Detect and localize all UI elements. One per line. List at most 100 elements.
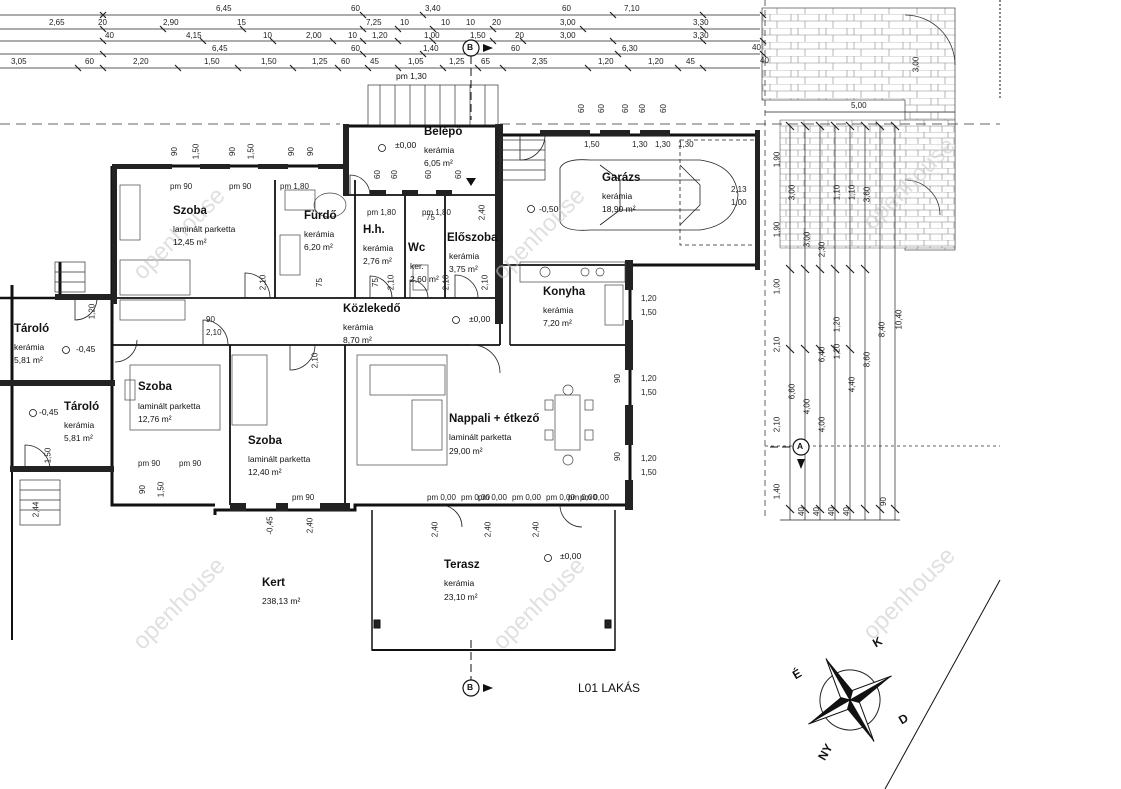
dim-right: 3,00 [787,184,797,201]
dim-small: 2,10 [206,328,222,337]
dim-small: 2,10 [441,274,451,291]
dim-garage: 60 [620,104,630,113]
dim-small: 90 [169,147,179,156]
dim-pm: pm 90 [138,459,161,468]
dim-top4: 6,30 [622,44,638,53]
dim-right: 4,40 [847,376,857,393]
dim-pm: pm 0,00 [478,493,507,502]
dim-garage: 60 [658,104,668,113]
dim-top2: 3,00 [560,18,576,27]
dim-pm: pm 1,80 [367,208,396,217]
dim-small: 2,40 [305,517,315,534]
dim-pm: pm 90 [170,182,193,191]
dim-right: 40 [826,507,836,516]
dim-small: 90 [305,147,315,156]
dim-right: 1,10 [847,184,857,201]
room-area: 2,60 m² [410,274,439,284]
dim-top5: 45 [686,57,695,66]
room-area: 7,20 m² [543,318,572,328]
dim-top3: 1,00 [424,31,440,40]
room-material: laminált parketta [173,224,236,234]
room-name: Szoba [173,205,207,217]
room-material: ker. [410,261,424,271]
dim-top1: 3,40 [425,4,441,13]
room-area: 6,05 m² [424,158,453,168]
room-area: 5,81 m² [14,355,43,365]
room-name: Előszoba [447,232,498,244]
stairs [19,84,546,526]
dim-top5: 1,20 [598,57,614,66]
dim-pm: pm 0,00 [568,493,597,502]
section-marker-b-top: B [467,42,474,52]
dim-small: 2,10 [480,274,490,291]
dim-small: 2,10 [386,274,396,291]
dim-top5: 1,25 [312,57,328,66]
dim-pm: pm 90 [229,182,252,191]
room-material: kerámia [444,578,475,588]
dim-top4: 60 [511,44,520,53]
dim-right: 6,40 [817,346,827,363]
dim-top5: 1,20 [648,57,664,66]
dim-right: 2,10 [772,336,782,353]
room-level: ±0,00 [395,140,417,150]
dim-pm: pm 1,80 [280,182,309,191]
dim-small: 1,50 [43,447,53,464]
section-marker-a: A [797,441,804,451]
level-markers [29,144,552,562]
dim-garage-pm: 1,30 [632,140,648,149]
dim-right: 1,40 [772,483,782,500]
room-area: 23,10 m² [444,592,478,602]
room-material: kerámia [14,342,45,352]
dim-top5: 45 [370,57,379,66]
dim-small: 1,50 [641,468,657,477]
dim-small: 75 [314,278,324,287]
dim-small: 1,50 [641,388,657,397]
dim-small: 2,40 [430,521,440,538]
dim-right: 1,00 [772,278,782,295]
dim-small: 2,40 [531,521,541,538]
room-area: 18,90 m² [602,204,636,214]
dim-small: 1,50 [156,481,166,498]
dim-small: 1,20 [87,303,97,320]
room-name: Terasz [444,559,480,571]
dim-small: 1,20 [641,374,657,383]
dim-small: 90 [206,315,215,324]
dim-top3: 3,30 [693,31,709,40]
room-area: 12,45 m² [173,237,207,247]
room-name: H.h. [363,224,385,236]
room-level: ±0,00 [560,551,582,561]
dim-right: 8,60 [862,351,872,368]
dim-top2: 10 [400,18,409,27]
dim-top3: 1,50 [470,31,486,40]
room-material: kerámia [543,305,574,315]
room-material: kerámia [64,420,95,430]
dim-right: 90 [878,497,888,506]
wall-blocks [0,124,760,511]
dim-right: 6,60 [787,383,797,400]
dim-top1: 60 [562,4,571,13]
dim-top5: 3,05 [11,57,27,66]
room-level: -0,45 [39,407,59,417]
dim-small: 75 [370,278,380,287]
dim-top2: 20 [98,18,107,27]
room-name: Szoba [138,381,172,393]
dim-small: 1,20 [641,454,657,463]
dim-right: 1,90 [772,221,782,238]
dim-top3: 40 [752,43,761,52]
dim-garage: 60 [576,104,586,113]
room-name: Belépő [424,126,463,138]
dim-top5: 60 [85,57,94,66]
room-name: Tároló [14,323,50,335]
paving-area [761,7,956,251]
dim-small: 1,50 [191,143,201,160]
dim-top1: 60 [351,4,360,13]
dim-small: 2,40 [483,521,493,538]
dim-top2: 10 [466,18,475,27]
room-material: laminált parketta [138,401,201,411]
room-level: ±0,00 [469,314,491,324]
room-area: 6,20 m² [304,242,333,252]
dim-small: 1,20 [641,294,657,303]
dim-top5: 65 [481,57,490,66]
dim-small: 2,10 [310,352,320,369]
dim-small: 90 [137,485,147,494]
